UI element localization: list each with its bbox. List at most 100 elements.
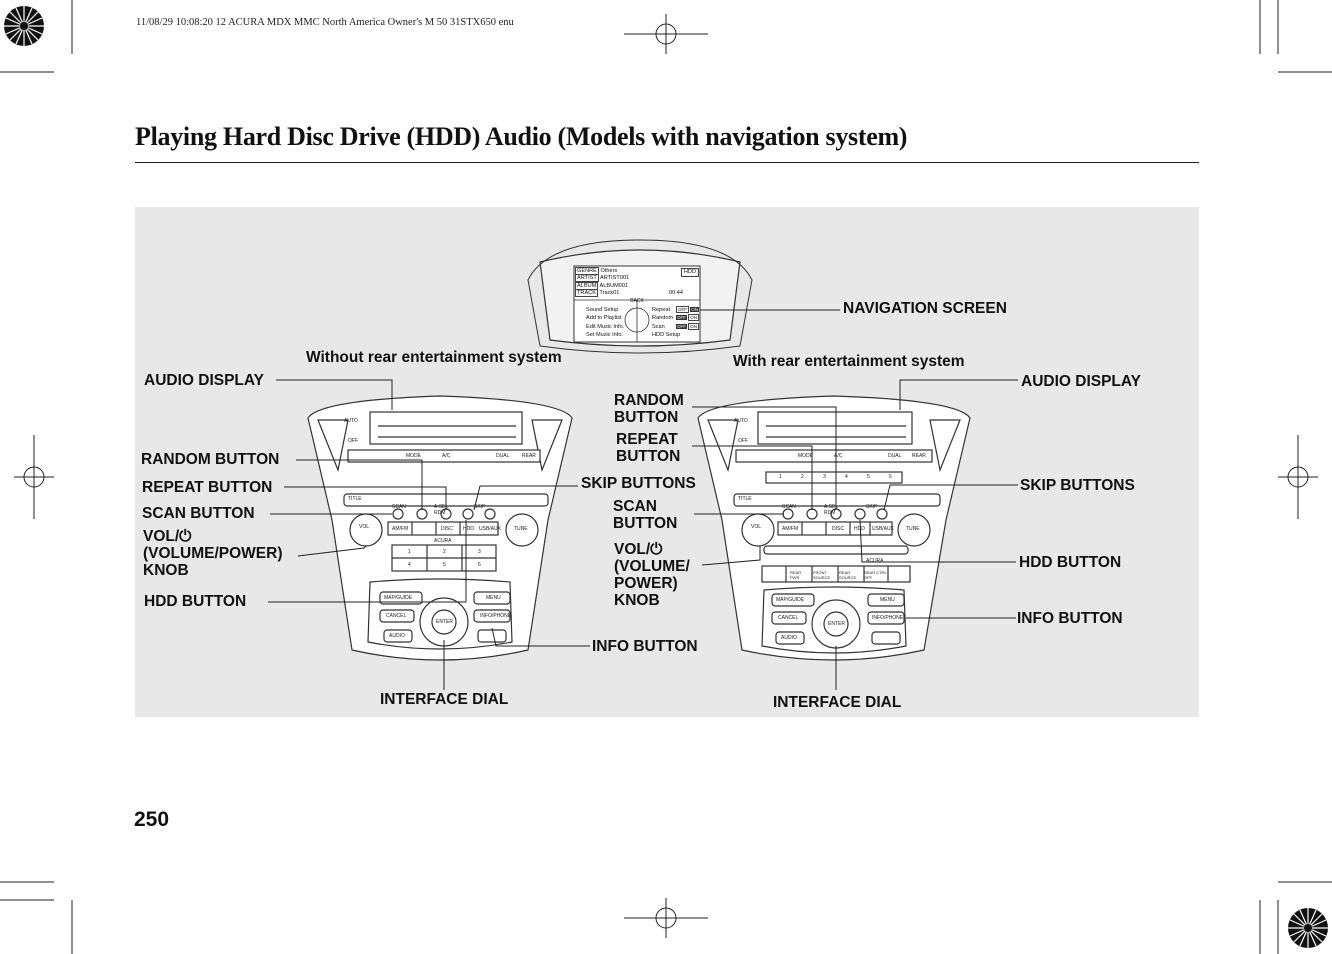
left-info-button-callout: INFO BUTTON: [592, 638, 698, 655]
right-repeat-button-callout: REPEAT BUTTON: [616, 431, 680, 465]
nav-screen-content: GENRE Others HDD ARTIST ARTIST001 ALBUM …: [575, 267, 699, 304]
hdd-button[interactable]: HDD: [463, 526, 474, 532]
enter-button[interactable]: ENTER: [436, 619, 453, 625]
amfm-button[interactable]: AM/FM: [392, 526, 409, 532]
disc-button[interactable]: DISC: [832, 526, 844, 532]
preset-4[interactable]: 4: [408, 562, 411, 568]
preset-6[interactable]: 6: [478, 562, 481, 568]
preset-4[interactable]: 4: [845, 474, 848, 480]
menu-add-to-playlist[interactable]: Add to Playlist: [586, 315, 622, 322]
cancel-button[interactable]: CANCEL: [386, 613, 407, 619]
track-value: Track01: [599, 290, 620, 297]
ac-button[interactable]: A/C: [442, 453, 451, 459]
preset-1[interactable]: 1: [408, 549, 411, 555]
info-phone-button[interactable]: INFO/PHONE: [872, 615, 904, 621]
menu-scan[interactable]: Scan: [652, 323, 665, 330]
track-tag: TRACK: [575, 289, 598, 298]
artist-value: ARTIST001: [600, 275, 630, 282]
scan-button[interactable]: SCAN: [782, 504, 796, 510]
preset-6[interactable]: 6: [889, 474, 892, 480]
usb-aux-button[interactable]: USB/AUX: [479, 526, 501, 532]
audio-button[interactable]: AUDIO: [389, 633, 405, 639]
auto-button[interactable]: AUTO: [344, 418, 358, 424]
usb-aux-button[interactable]: USB/AUX: [872, 526, 894, 532]
left-repeat-button-callout: REPEAT BUTTON: [142, 479, 273, 496]
skip-button[interactable]: SKIP: [866, 504, 878, 510]
hdd-button[interactable]: HDD: [854, 526, 865, 532]
left-panel-caption: Without rear entertainment system: [306, 349, 562, 366]
map-guide-button[interactable]: MAP/GUIDE: [384, 595, 413, 601]
right-panel-caption: With rear entertainment system: [733, 353, 965, 370]
skip-button[interactable]: SKIP: [474, 504, 486, 510]
right-interface-dial-callout: INTERFACE DIAL: [773, 694, 902, 711]
rear-button[interactable]: REAR: [912, 453, 926, 459]
title-button[interactable]: TITLE: [348, 496, 362, 502]
rear-source-button[interactable]: REAR SOURCE: [839, 570, 857, 580]
menu-repeat[interactable]: Repeat: [652, 307, 671, 313]
front-source-button[interactable]: FRONT SOURCE: [813, 570, 831, 580]
rdm-button[interactable]: A.SEL RDM: [434, 504, 448, 516]
nav-toggles: OFF ON OFF ON OFF ON: [676, 306, 700, 331]
menu-set-music-info[interactable]: Set Music Info.: [586, 332, 623, 339]
amfm-button[interactable]: AM/FM: [782, 526, 799, 532]
rear-pwr-button[interactable]: REAR PWR: [790, 570, 802, 580]
auto-button[interactable]: AUTO: [734, 418, 748, 424]
rear-ctrl-off-button[interactable]: REAR CTRL OFF: [864, 570, 887, 580]
console-left: [307, 395, 573, 661]
print-info-line: 11/08/29 10:08:20 12 ACURA MDX MMC North…: [136, 17, 514, 28]
preset-1[interactable]: 1: [779, 474, 782, 480]
page-number: 250: [134, 808, 170, 831]
preset-5[interactable]: 5: [443, 562, 446, 568]
cancel-button[interactable]: CANCEL: [778, 615, 799, 621]
disc-button[interactable]: DISC: [441, 526, 453, 532]
map-guide-button[interactable]: MAP/GUIDE: [776, 597, 805, 603]
artist-tag: ARTIST: [575, 274, 599, 283]
preset-3[interactable]: 3: [478, 549, 481, 555]
left-audio-display-callout: AUDIO DISPLAY: [144, 372, 265, 389]
menu-button[interactable]: MENU: [486, 595, 501, 601]
dual-off-button[interactable]: OFF: [738, 438, 748, 444]
dual-button[interactable]: DUAL: [496, 453, 510, 459]
dual-button[interactable]: DUAL: [888, 453, 902, 459]
preset-5[interactable]: 5: [867, 474, 870, 480]
title-button[interactable]: TITLE: [738, 496, 752, 502]
tune-knob[interactable]: TUNE: [906, 526, 920, 532]
menu-random[interactable]: Random: [652, 315, 674, 322]
vol-knob[interactable]: VOL: [359, 524, 370, 530]
scan-button[interactable]: SCAN: [392, 504, 406, 510]
toggle-off[interactable]: OFF: [676, 315, 687, 321]
nav-back[interactable]: BACK: [630, 297, 644, 304]
starburst-mark-bottom-right: [1288, 908, 1328, 948]
left-interface-dial-callout: INTERFACE DIAL: [380, 691, 509, 708]
right-scan-button-callout: SCAN BUTTON: [613, 498, 677, 532]
preset-2[interactable]: 2: [443, 549, 446, 555]
menu-button[interactable]: MENU: [880, 597, 895, 603]
tune-knob[interactable]: TUNE: [514, 526, 528, 532]
mode-button[interactable]: MODE: [406, 453, 421, 459]
toggle-on[interactable]: ON: [690, 307, 700, 312]
console-right: [697, 395, 971, 661]
info-phone-button[interactable]: INFO/PHONE: [480, 613, 512, 619]
toggle-off[interactable]: OFF: [676, 323, 687, 329]
audio-button[interactable]: AUDIO: [781, 635, 797, 641]
menu-sound-setup[interactable]: Sound Setup: [586, 307, 619, 313]
toggle-on[interactable]: ON: [688, 322, 700, 330]
starburst-mark-top-left: [4, 6, 44, 46]
dual-off-button[interactable]: OFF: [348, 438, 358, 444]
random-line-1: RANDOM: [614, 392, 684, 409]
menu-hdd-setup[interactable]: HDD Setup: [652, 332, 681, 339]
toggle-off[interactable]: OFF: [676, 306, 689, 313]
ac-button[interactable]: A/C: [834, 453, 843, 459]
leader-lines: [268, 309, 1018, 690]
menu-edit-music-info[interactable]: Edit Music Info.: [586, 323, 625, 330]
preset-3[interactable]: 3: [823, 474, 826, 480]
repeat-line-1: REPEAT: [616, 431, 678, 448]
toggle-on[interactable]: ON: [688, 314, 700, 322]
vol-knob[interactable]: VOL: [751, 524, 762, 530]
rear-button[interactable]: REAR: [522, 453, 536, 459]
preset-2[interactable]: 2: [801, 474, 804, 480]
mode-button[interactable]: MODE: [798, 453, 813, 459]
vol-line-1: VOL/⏻: [143, 528, 192, 545]
enter-button[interactable]: ENTER: [828, 621, 845, 627]
rdm-button[interactable]: A.SEL RDM: [824, 504, 838, 516]
